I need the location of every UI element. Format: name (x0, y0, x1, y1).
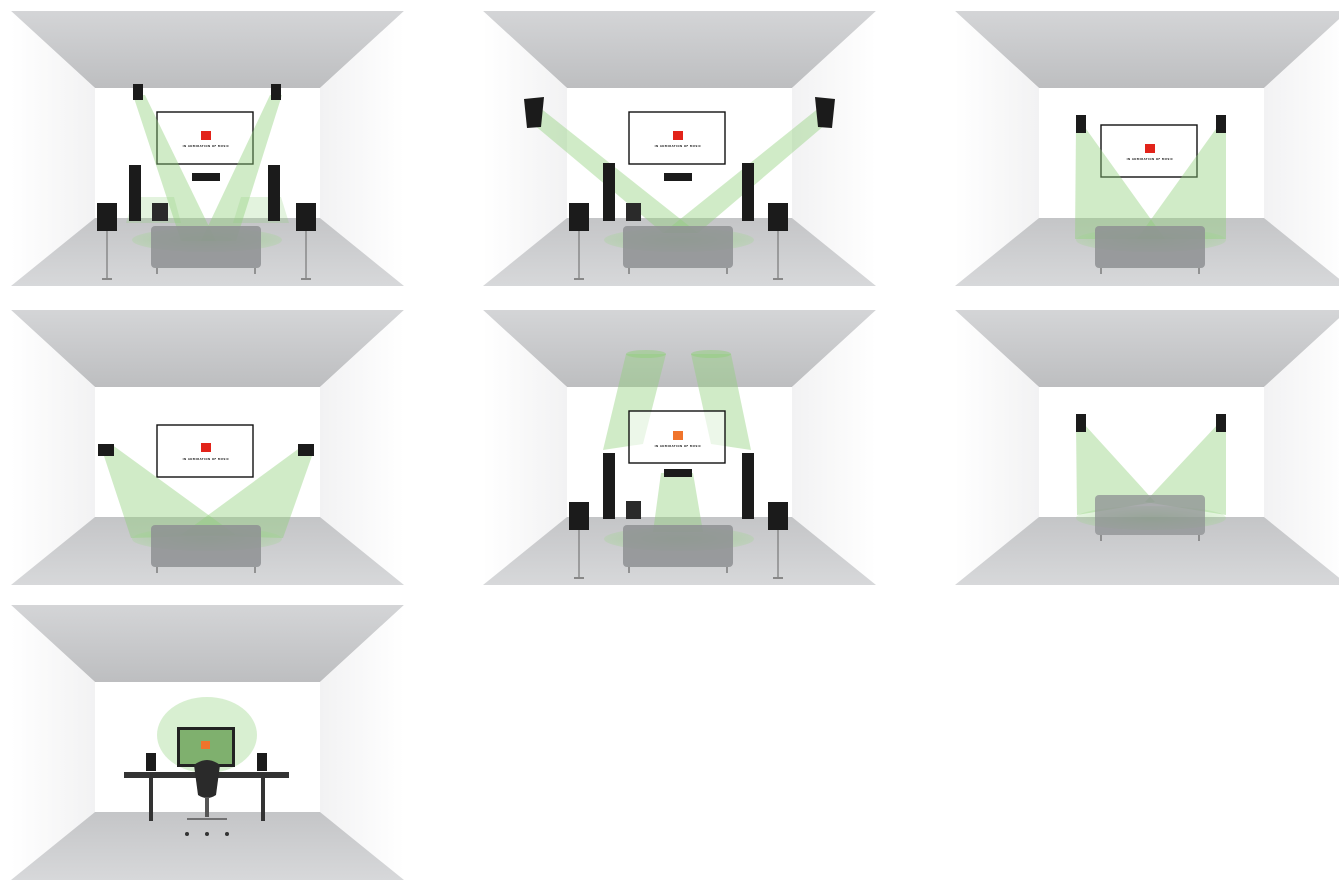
floorstanding-speaker-icon (603, 453, 615, 519)
wall-speaker-icon (1216, 115, 1226, 133)
dali-logo-icon (1145, 144, 1155, 153)
dali-logo-icon (201, 741, 210, 749)
center-speaker-icon (192, 173, 220, 181)
tv-screen-icon: IN ADMIRATION OF MUSIC (629, 411, 725, 463)
tv-screen-icon: IN ADMIRATION OF MUSIC (629, 112, 725, 164)
on-wall-speaker-icon (298, 444, 314, 456)
subwoofer-icon (626, 501, 641, 519)
floorstanding-surround-height-setup: IN ADMIRATION OF MUSIC (11, 11, 404, 286)
on-wall-side-setup: IN ADMIRATION OF MUSIC (11, 310, 404, 585)
wall-speaker-icon (1076, 115, 1086, 133)
wall-mounted-front-setup: IN ADMIRATION OF MUSIC (955, 11, 1339, 286)
in-ceiling-atmos-setup: IN ADMIRATION OF MUSIC (483, 310, 876, 585)
elevation-speaker-icon (815, 97, 835, 128)
sofa-icon (1095, 495, 1205, 541)
on-wall-speaker-icon (98, 444, 114, 456)
dolby-elevation-module-setup: IN ADMIRATION OF MUSIC (483, 11, 876, 286)
dali-logo-icon (673, 131, 683, 140)
screen-tagline: IN ADMIRATION OF MUSIC (183, 457, 230, 461)
dali-logo-icon (201, 131, 211, 140)
wall-speaker-icon (1076, 414, 1086, 432)
dali-logo-icon (201, 443, 211, 452)
screen-tagline: IN ADMIRATION OF MUSIC (183, 144, 230, 148)
elevation-speaker-icon (524, 97, 544, 128)
sofa-icon (1095, 226, 1205, 274)
sofa-icon (623, 525, 733, 573)
screen-tagline: IN ADMIRATION OF MUSIC (1127, 157, 1174, 161)
height-speaker-icon (271, 84, 281, 100)
floorstanding-speaker-icon (268, 165, 280, 221)
height-speaker-icon (133, 84, 143, 100)
floorstanding-speaker-icon (742, 163, 754, 221)
stereo-music-setup (955, 310, 1339, 585)
screen-tagline: IN ADMIRATION OF MUSIC (655, 144, 702, 148)
sofa-icon (623, 226, 733, 274)
subwoofer-icon (152, 203, 168, 221)
floorstanding-speaker-icon (603, 163, 615, 221)
desktop-studio-setup (11, 605, 404, 880)
tv-screen-icon: IN ADMIRATION OF MUSIC (1101, 125, 1197, 177)
desktop-speaker-icon (257, 753, 267, 771)
center-speaker-icon (664, 173, 692, 181)
wall-speaker-icon (1216, 414, 1226, 432)
sofa-icon (151, 226, 261, 274)
desktop-speaker-icon (146, 753, 156, 771)
screen-tagline: IN ADMIRATION OF MUSIC (655, 444, 702, 448)
room (955, 310, 1339, 585)
tv-screen-icon: IN ADMIRATION OF MUSIC (157, 425, 253, 477)
subwoofer-icon (626, 203, 641, 221)
dali-logo-icon (673, 431, 683, 440)
floorstanding-speaker-icon (742, 453, 754, 519)
center-speaker-icon (664, 469, 692, 477)
sofa-icon (151, 525, 261, 573)
floorstanding-speaker-icon (129, 165, 141, 221)
